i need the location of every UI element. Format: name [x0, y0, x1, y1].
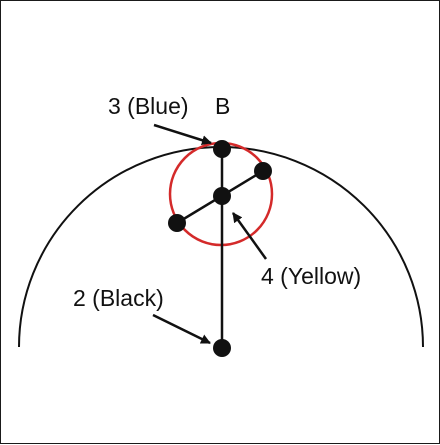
arrow-to-point-3 [153, 123, 212, 146]
lower-left-dot [168, 214, 186, 232]
arrow-to-point-2 [152, 313, 211, 345]
upper-right-dot [254, 162, 272, 180]
point-2-dot [213, 339, 231, 357]
label-point-2: 2 (Black) [73, 285, 164, 311]
point-4-dot [213, 187, 231, 205]
label-point-4: 4 (Yellow) [261, 263, 361, 289]
point-3-dot [213, 140, 231, 158]
arrow-to-point-4 [231, 212, 268, 260]
label-point-b: B [215, 93, 230, 119]
label-point-3: 3 (Blue) [108, 93, 189, 119]
